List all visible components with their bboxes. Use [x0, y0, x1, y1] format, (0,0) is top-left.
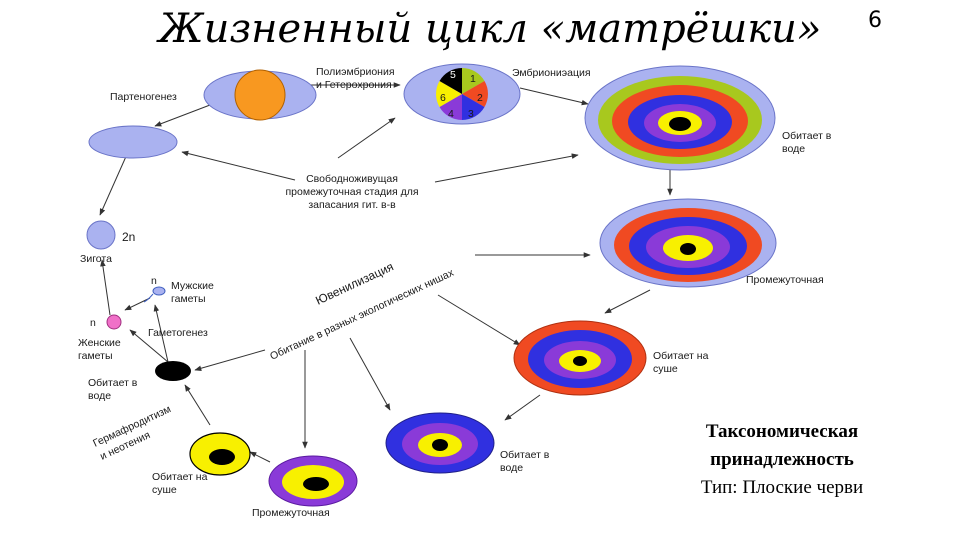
arrow-poly-to-embryo — [519, 87, 589, 106]
label-female-gametes-2: гаметы — [78, 350, 113, 362]
taxonomy-line-3: Тип: Плоские черви — [700, 477, 864, 498]
pie-number-4: 4 — [448, 108, 454, 120]
arrows — [99, 82, 673, 463]
label-lives-land-small-1: Обитает на — [152, 471, 208, 483]
pie-number-6: 6 — [440, 92, 446, 104]
intermediate-organism-lower — [268, 455, 358, 507]
label-intermediate-upper: Промежуточная — [746, 274, 824, 286]
page-number: 6 — [868, 8, 882, 33]
pie-number-5: 5 — [450, 69, 456, 81]
label-male-gametes-2: гаметы — [171, 293, 206, 305]
label-lives-water-bottom-1: Обитает в — [88, 377, 138, 389]
arrow-free-to-embryo — [434, 153, 579, 183]
label-lives-land-2: суше — [653, 363, 678, 375]
label-zygote: Зигота — [80, 253, 112, 265]
arrow-oval-to-zygote — [99, 151, 129, 216]
taxonomy-line-2: принадлежность — [710, 449, 854, 470]
water-organism-mid — [385, 412, 495, 474]
core-black — [432, 439, 448, 451]
arrow-parth-to-oval — [154, 104, 211, 127]
label-2n: 2n — [122, 230, 135, 244]
pie-slice-6 — [439, 68, 462, 94]
core-black — [303, 477, 329, 491]
arrow-black-to-female — [129, 329, 169, 363]
arrow-yellow-to-black — [184, 384, 211, 426]
label-embryonization: Эмбриониэация — [512, 67, 591, 79]
pie-slice-1 — [462, 68, 485, 94]
label-parthenogenesis: Партеногенез — [110, 91, 177, 103]
parthenogenesis-organism — [203, 69, 317, 121]
label-n-female: n — [90, 317, 96, 329]
male-gamete — [143, 286, 166, 303]
label-lives-land-1: Обитает на — [653, 350, 709, 362]
free-living-oval — [88, 125, 178, 159]
male-gamete-head — [152, 286, 166, 296]
male-gamete-tail — [143, 293, 154, 303]
label-free-stage-3: запасания гит. в-в — [308, 199, 396, 211]
arrow-gametes-to-zygote — [100, 259, 111, 316]
arrow-intermediate-to-yellow — [249, 451, 271, 463]
pie-slice-5 — [436, 81, 462, 107]
arrow-free-to-oval — [181, 150, 296, 181]
label-free-stage-1: Свободноживущая — [306, 173, 398, 185]
land-organism-small — [189, 432, 251, 476]
parthenogenesis-embryo — [234, 69, 286, 121]
taxonomy-line-1: Таксономическая — [705, 421, 859, 442]
label-n-male: n — [151, 275, 157, 287]
core-black — [209, 449, 235, 465]
arrow-black-to-male — [153, 304, 169, 363]
label-polyembryony-2: и Гетерохрония — [316, 79, 392, 91]
core-black — [573, 356, 587, 366]
arrow-land-to-water-mid — [504, 394, 541, 421]
slide-title: Жизненный цикл «матрёшки» — [158, 6, 822, 52]
label-intermediate-lower: Промежуточная — [252, 507, 330, 519]
label-lives-water-2: воде — [782, 143, 805, 155]
label-lives-water-bottom-2: воде — [88, 390, 111, 402]
arrow-to-land — [437, 294, 521, 346]
land-organism — [513, 320, 647, 396]
arrow-free-to-poly — [337, 117, 396, 159]
polyembryony-organism: 1 2 3 4 5 6 — [403, 63, 521, 125]
label-free-stage-2: промежуточная стадия для — [285, 186, 418, 198]
label-male-gametes-1: Мужские — [171, 280, 214, 292]
label-gametogenesis: Гаметогенез — [148, 327, 208, 339]
water-organism-small — [155, 361, 191, 381]
pie-number-1: 1 — [470, 73, 476, 85]
female-gamete — [106, 314, 122, 330]
label-lives-land-small-2: суше — [152, 484, 177, 496]
intermediate-organism-upper — [599, 198, 777, 288]
label-polyembryony-1: Полиэмбриония — [316, 66, 395, 78]
arrow-to-water-mid — [349, 337, 391, 411]
label-lives-water-1: Обитает в — [782, 130, 832, 142]
zygote-cell — [86, 220, 116, 250]
core-black — [669, 117, 691, 131]
core-black — [680, 243, 696, 255]
label-lives-water-mid-2: воде — [500, 462, 523, 474]
pie-number-3: 3 — [468, 108, 474, 120]
label-female-gametes-1: Женские — [78, 337, 121, 349]
arrow-male-to-female — [124, 297, 151, 311]
pie-number-2: 2 — [477, 92, 483, 104]
taxonomy-box: Таксономическая принадлежность Тип: Плос… — [662, 418, 902, 502]
pie-slice-3 — [462, 94, 485, 120]
label-lives-water-mid-1: Обитает в — [500, 449, 550, 461]
embryonized-organism — [584, 65, 776, 171]
arrow-intermediate-to-land — [604, 289, 651, 314]
arrow-to-water-small — [194, 349, 266, 371]
pie-slice-4 — [439, 94, 462, 120]
pie-slice-2 — [462, 81, 488, 107]
